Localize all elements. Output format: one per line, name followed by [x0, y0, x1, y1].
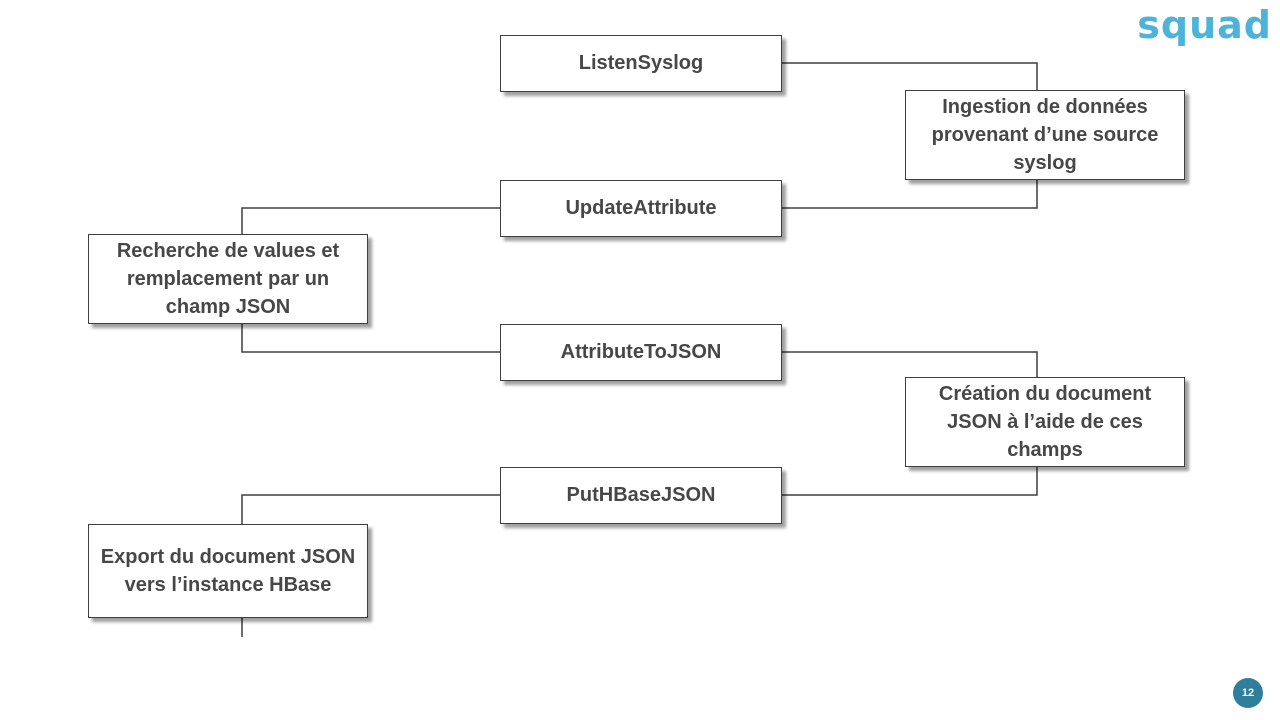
- node-listensyslog-label: ListenSyslog: [578, 52, 704, 74]
- node-updateattribute: UpdateAttribute: [500, 180, 782, 237]
- node-listensyslog: ListenSyslog: [500, 35, 782, 92]
- node-ingestion-description-label: Ingestion de données provenant d’une sou…: [931, 96, 1159, 174]
- node-puthbasejson: PutHBaseJSON: [500, 467, 782, 524]
- node-recherche-description: Recherche de values et remplacement par …: [88, 234, 368, 324]
- node-puthbasejson-label: PutHBaseJSON: [566, 484, 716, 506]
- page-number-badge: 12: [1233, 678, 1263, 708]
- node-updateattribute-label: UpdateAttribute: [565, 197, 717, 219]
- squad-logo: squad: [1137, 3, 1272, 47]
- node-creation-description-label: Création du document JSON à l’aide de ce…: [938, 383, 1152, 461]
- node-recherche-description-label: Recherche de values et remplacement par …: [116, 240, 340, 318]
- node-ingestion-description: Ingestion de données provenant d’une sou…: [905, 90, 1185, 180]
- node-attributetojson: AttributeToJSON: [500, 324, 782, 381]
- node-creation-description: Création du document JSON à l’aide de ce…: [905, 377, 1185, 467]
- node-attributetojson-label: AttributeToJSON: [560, 341, 722, 363]
- node-export-description: Export du document JSON vers l’instance …: [88, 524, 368, 618]
- node-export-description-label: Export du document JSON vers l’instance …: [100, 546, 356, 596]
